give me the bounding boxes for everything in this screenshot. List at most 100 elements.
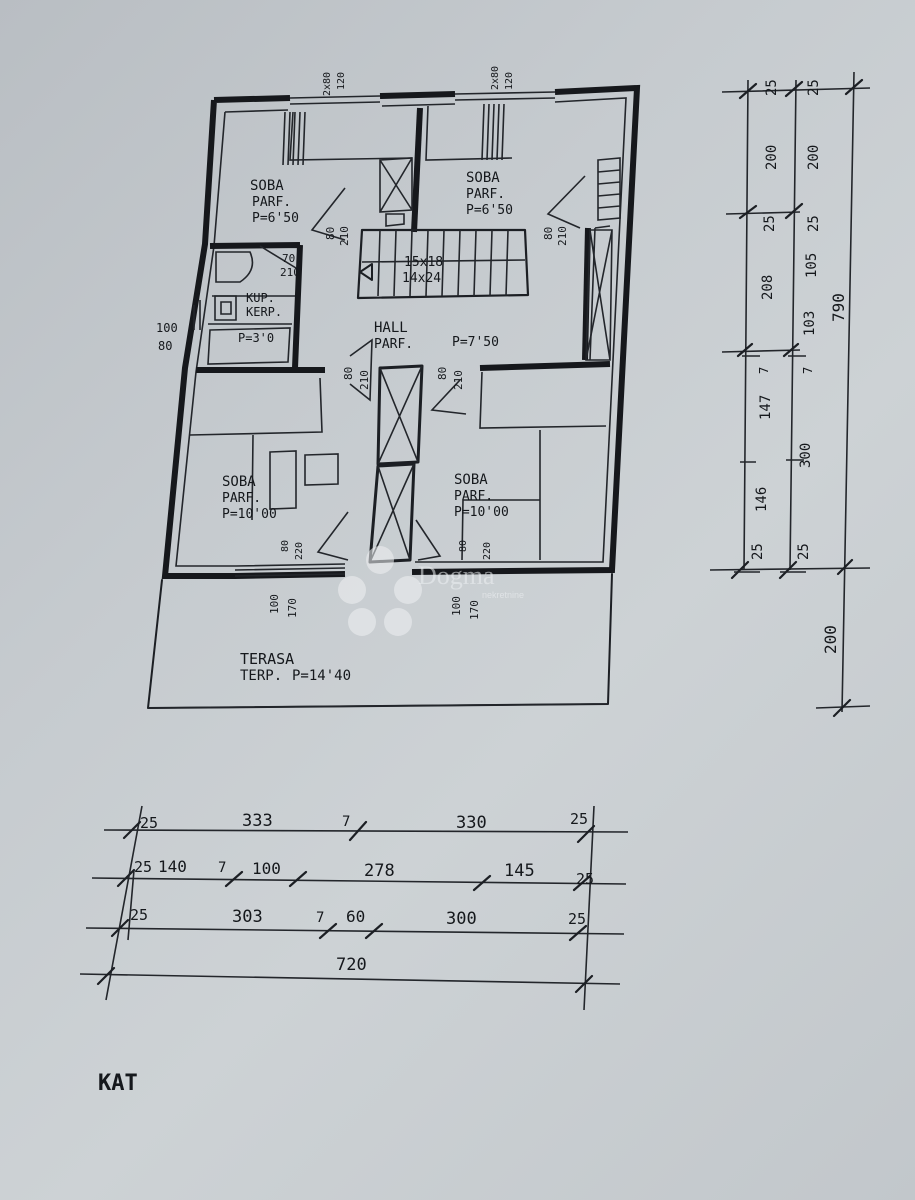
room-floor: PARF. [374,337,413,352]
room-soba-bottom-right: SOBA PARF. P=10'00 [454,472,509,520]
opening-width: 80 [324,227,337,240]
dimension-label: 200 [821,625,840,654]
room-floor: PARF. [252,195,291,210]
opening-width: 80 [542,227,555,240]
opening-width: 100 [156,321,178,335]
opening-height: 210 [358,370,371,390]
room-soba-top-right: SOBA PARF. P=6'50 [466,170,513,218]
dimension-label: 25 [806,79,822,96]
dimension-label: 25 [568,910,586,928]
room-soba-top-left: SOBA PARF. P=6'50 [250,178,299,226]
plan-title: KAT [98,1071,138,1096]
room-name: SOBA [222,474,256,490]
room-area: P=3'0 [238,331,274,345]
watermark-brand: Dogma [418,561,495,590]
opening-height: 210 [452,370,465,390]
room-area: P=14'40 [292,668,351,684]
opening-width: 2x80 [322,72,333,96]
stair-going: 14x24 [402,271,441,286]
room-area: P=10'00 [454,505,509,520]
opening-height: 220 [482,542,493,560]
opening-height: 170 [286,598,299,618]
dimension-label: 200 [806,145,822,170]
bottom-dimension-chains [79,805,629,1011]
dimension-label: 25 [140,814,158,832]
room-name: SOBA [454,472,488,488]
dimension-label: 208 [760,275,776,300]
dimension-label: 147 [758,395,774,420]
dimension-label: 100 [252,859,281,878]
dimension-label: 720 [336,955,367,975]
room-area: P=10'00 [222,507,277,522]
opening-height: 210 [556,226,569,246]
room-floor: PARF. [222,491,261,506]
outer-walls [161,84,641,579]
stair-rise: 15x18 [404,255,443,270]
opening-height: 170 [468,600,481,620]
room-name: HALL [374,320,408,336]
dimension-label: 105 [804,253,820,278]
dimension-label: 25 [134,858,152,876]
dimension-label: 300 [446,909,477,929]
room-floor: KERP. [246,305,282,319]
bathroom-fixtures [207,251,291,365]
room-name: TERASA [240,650,294,668]
room-name: SOBA [466,170,500,186]
opening-width: 100 [450,596,463,616]
dimension-label: 25 [796,543,812,560]
opening-width: 70 [282,252,295,265]
terrace [147,573,613,709]
room-floor: PARF. [466,187,505,202]
dimension-label: 790 [829,293,848,322]
opening-height: 210 [338,226,351,246]
room-kupaonica: KUP. KERP. P=3'0 [238,291,282,345]
opening-width: 100 [268,594,281,614]
opening-width: 80 [342,367,355,380]
shafts [368,229,613,564]
watermark: Dogma nekretnine [338,546,524,636]
opening-width: 2x80 [490,66,501,90]
room-soba-bottom-left: SOBA PARF. P=10'00 [222,474,277,522]
dimension-label: 7 [316,910,324,926]
opening-width: 80 [436,367,449,380]
door-swings [259,175,586,561]
stair-label: 15x18 14x24 [402,255,443,286]
dimension-label: 7 [342,814,350,830]
watermark-logo-icon [338,546,422,636]
opening-height: 210 [280,266,300,279]
opening-width: 80 [280,540,291,552]
furniture [269,450,339,510]
opening-height: 220 [294,542,305,560]
dimension-label: 145 [504,861,535,881]
opening-height: 120 [504,72,515,90]
dimension-label: 200 [764,145,780,170]
dimension-label: 300 [798,443,814,468]
dimension-label: 25 [806,215,822,232]
dimension-label: 25 [762,215,778,232]
dimension-label: 333 [242,811,273,831]
opening-height: 80 [158,339,172,353]
room-floor: TERP. [240,668,282,684]
dimension-label: 330 [456,813,487,833]
room-hall: HALL PARF. P=7'50 [374,320,499,352]
room-name: SOBA [250,178,284,194]
dimension-label: 25 [764,79,780,96]
dimension-label: 25 [570,810,588,828]
right-dimension-text: 25 200 25 208 147 7 146 25 25 200 25 105… [750,79,848,654]
room-area: P=6'50 [466,203,513,218]
room-name: KUP. [246,291,275,305]
opening-height: 120 [336,72,347,90]
bottom-dimension-text: 25 333 7 330 25 25 140 7 100 278 145 25 … [130,810,594,975]
dimension-label: 25 [576,870,594,888]
dimension-label: 25 [130,906,148,924]
dimension-label: 103 [802,311,818,336]
dimension-label: 60 [346,907,365,926]
watermark-subtitle: nekretnine [482,590,524,600]
dimension-label: 7 [801,367,815,374]
room-labels: SOBA PARF. P=6'50 SOBA PARF. P=6'50 KUP.… [222,170,513,684]
room-area: P=6'50 [252,211,299,226]
room-floor: PARF. [454,489,493,504]
window-hatching [193,103,621,330]
